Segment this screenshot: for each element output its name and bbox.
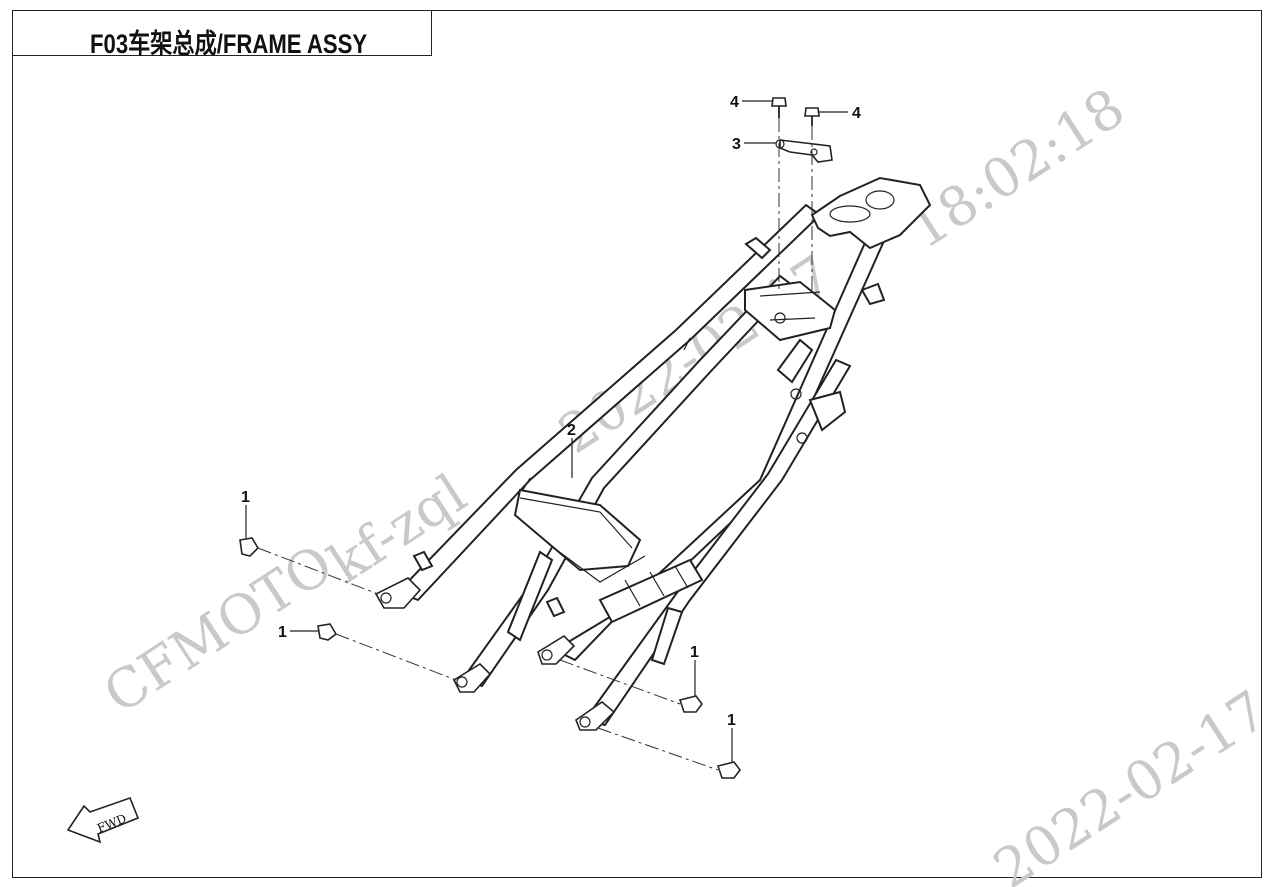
callout-3-bracket: 3 [732,136,741,153]
fwd-direction-icon: FWD [66,796,140,844]
drawing-border [12,10,1262,878]
bolt-4-right [804,107,820,126]
bolt-1-left-upper [239,537,260,557]
callout-leaders [245,100,848,762]
callout-1-left-upper: 1 [241,489,250,506]
bolt-1-right-upper [678,695,703,713]
callout-4-left: 4 [730,94,739,111]
watermark-time: 18:02:18 [898,76,1136,261]
watermark-date-bottom: 2022-02-17 [983,678,1275,887]
page-title: F03车架总成/FRAME ASSY [90,29,368,59]
callout-4-right: 4 [852,105,861,122]
assembly-lines [257,118,813,771]
watermark-brand: CFMOTO [93,532,344,726]
bolt-4-left [771,97,787,118]
callout-2-frame: 2 [567,422,576,439]
callout-1-right-upper: 1 [690,644,699,661]
watermark: CFMOTO kf-zql 2022-02-17 18:02:18 2022-0… [93,76,1275,887]
title-block: F03车架总成/FRAME ASSY [12,10,432,59]
bolt-1-right-lower [716,761,741,779]
callout-1-left-lower: 1 [278,624,287,641]
watermark-user: kf-zql [318,462,478,596]
bracket-part [775,139,833,163]
rear-frame [374,176,932,731]
callout-1-right-lower: 1 [727,712,736,729]
bolt-1-left-lower [317,623,338,641]
